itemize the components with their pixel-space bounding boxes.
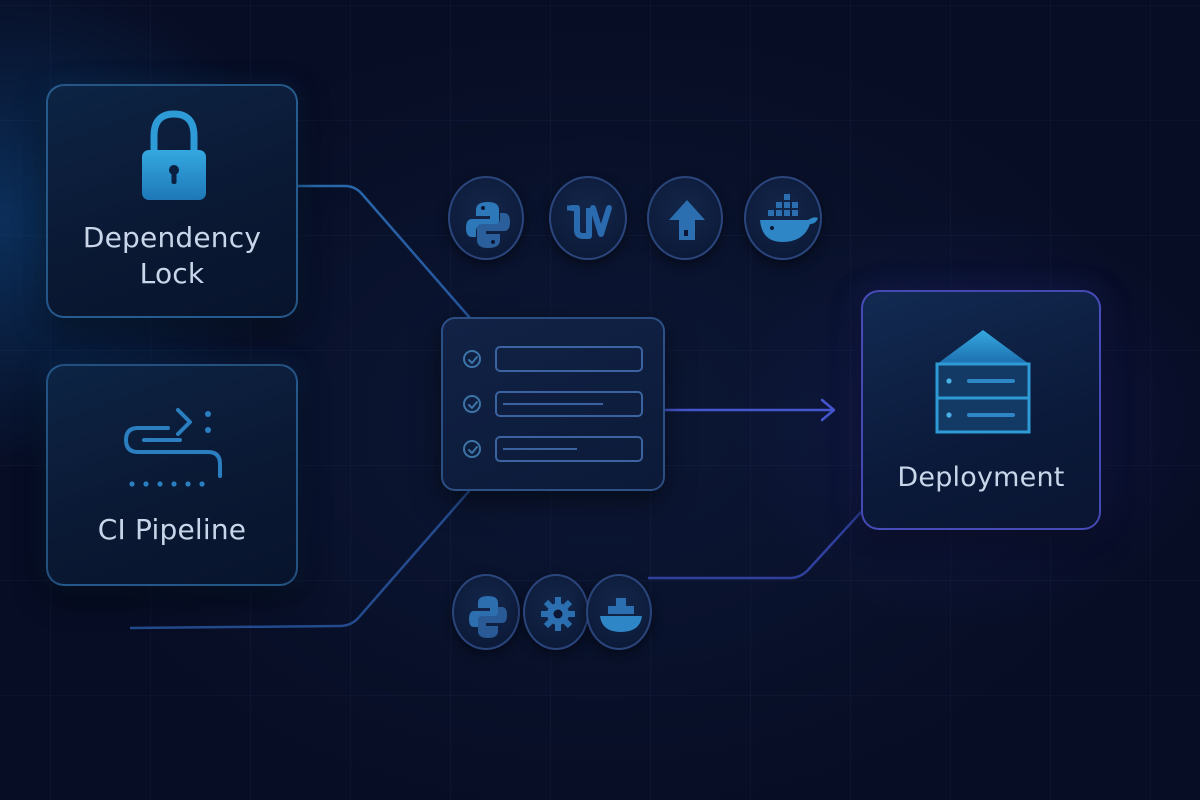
ship-icon xyxy=(586,574,652,650)
checklist-item[interactable] xyxy=(463,436,647,466)
dependency-lock-card[interactable]: Dependency Lock xyxy=(46,84,298,318)
dependency-lock-label-line1: Dependency xyxy=(82,221,262,254)
deployment-card[interactable]: Deployment xyxy=(861,290,1101,530)
connector-dependency-to-checklist xyxy=(298,184,471,319)
python-logo-icon xyxy=(452,574,520,650)
ci-pipeline-card[interactable]: CI Pipeline xyxy=(46,364,298,586)
checklist-item-bar xyxy=(495,346,643,372)
docker-whale-icon xyxy=(744,176,822,260)
dependency-lock-label: Dependency Lock xyxy=(48,220,296,292)
server-house-icon xyxy=(935,330,1031,434)
deployment-label: Deployment xyxy=(897,462,1065,493)
check-icon xyxy=(463,350,481,368)
connector-bottom-to-deployment xyxy=(648,511,862,580)
check-icon xyxy=(463,395,481,413)
uv-logo-icon xyxy=(549,176,627,260)
check-icon xyxy=(463,440,481,458)
pipeline-icon xyxy=(124,408,222,487)
checklist-item[interactable] xyxy=(463,391,647,421)
checklist-item-bar xyxy=(495,391,643,417)
upload-arrow-icon xyxy=(647,176,723,260)
padlock-icon xyxy=(142,110,206,200)
arrow-head xyxy=(820,398,836,422)
checklist-panel xyxy=(441,317,665,491)
checklist-item[interactable] xyxy=(463,346,647,376)
dependency-lock-label-line2: Lock xyxy=(139,257,205,290)
gear-icon xyxy=(523,574,589,650)
ci-pipeline-label: CI Pipeline xyxy=(97,513,247,546)
python-logo-icon xyxy=(448,176,524,260)
checklist-item-bar xyxy=(495,436,643,462)
connector-checklist-to-ci xyxy=(129,489,471,630)
